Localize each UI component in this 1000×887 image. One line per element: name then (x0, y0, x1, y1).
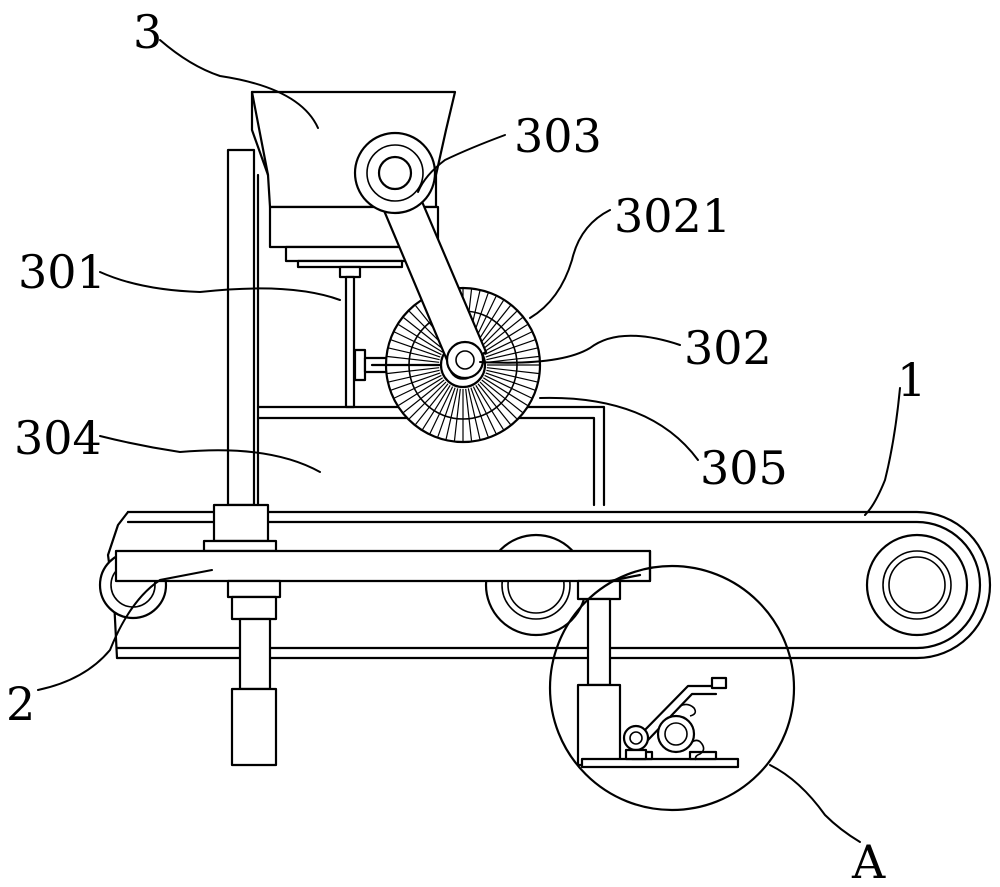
gear-tooth (453, 388, 461, 441)
gear-tooth (388, 347, 440, 361)
gear-tooth (429, 386, 454, 434)
gear-tooth (391, 339, 441, 358)
label-303: 303 (514, 109, 602, 163)
gear-tooth (477, 383, 511, 425)
label-302: 302 (684, 321, 772, 375)
gear-tooth (485, 372, 535, 391)
gear-tooth (388, 369, 440, 383)
gear-tooth (467, 388, 481, 440)
label-3021: 3021 (614, 189, 731, 243)
gear-teeth (387, 289, 539, 441)
gear-tooth (415, 383, 449, 425)
gear-tooth (394, 374, 442, 399)
gear-tooth (408, 381, 447, 420)
gear-tooth (422, 384, 451, 430)
gear-tooth (486, 367, 539, 375)
gear-tooth (398, 324, 444, 353)
gear-tooth (437, 387, 456, 437)
support-frame (114, 148, 652, 767)
gear-tooth (479, 310, 518, 349)
gear-tooth (482, 324, 528, 353)
leader-lines (37, 39, 901, 843)
gear-tooth (391, 372, 441, 391)
gear-tooth (403, 379, 445, 413)
gear-tooth (486, 369, 538, 383)
conveyor-roller-right (865, 533, 969, 637)
gear-tooth (486, 347, 538, 361)
label-305: 305 (700, 441, 788, 495)
gear-tooth (482, 377, 528, 406)
gear-tooth (481, 317, 523, 351)
gear-tooth (475, 384, 504, 430)
gear-tooth (387, 367, 440, 375)
label-301: 301 (18, 245, 106, 299)
gear-tooth (472, 386, 497, 434)
gear-tooth (481, 379, 523, 413)
label-2: 2 (6, 677, 35, 731)
gear-tooth (484, 331, 532, 356)
gear-tooth (484, 374, 532, 399)
part-labels: 3 303 3021 301 302 1 304 305 2 A (6, 5, 926, 887)
label-a: A (851, 835, 886, 887)
label-3: 3 (133, 5, 162, 59)
label-1: 1 (897, 353, 926, 407)
gear-tooth (403, 317, 445, 351)
gear-tooth (486, 355, 539, 363)
gear-tooth (398, 377, 444, 406)
detail-circle-a (548, 564, 796, 812)
gear-tooth (465, 388, 473, 441)
gear-tooth (394, 331, 442, 356)
connecting-arm (353, 131, 488, 380)
gear-tooth (445, 388, 459, 440)
gear-tooth (485, 339, 535, 358)
bracket-frame (256, 405, 606, 507)
gear-tooth (387, 355, 440, 363)
gear-tooth (479, 381, 518, 420)
label-304: 304 (14, 411, 102, 465)
gear-tooth (477, 305, 511, 347)
gear-tooth (470, 387, 489, 437)
